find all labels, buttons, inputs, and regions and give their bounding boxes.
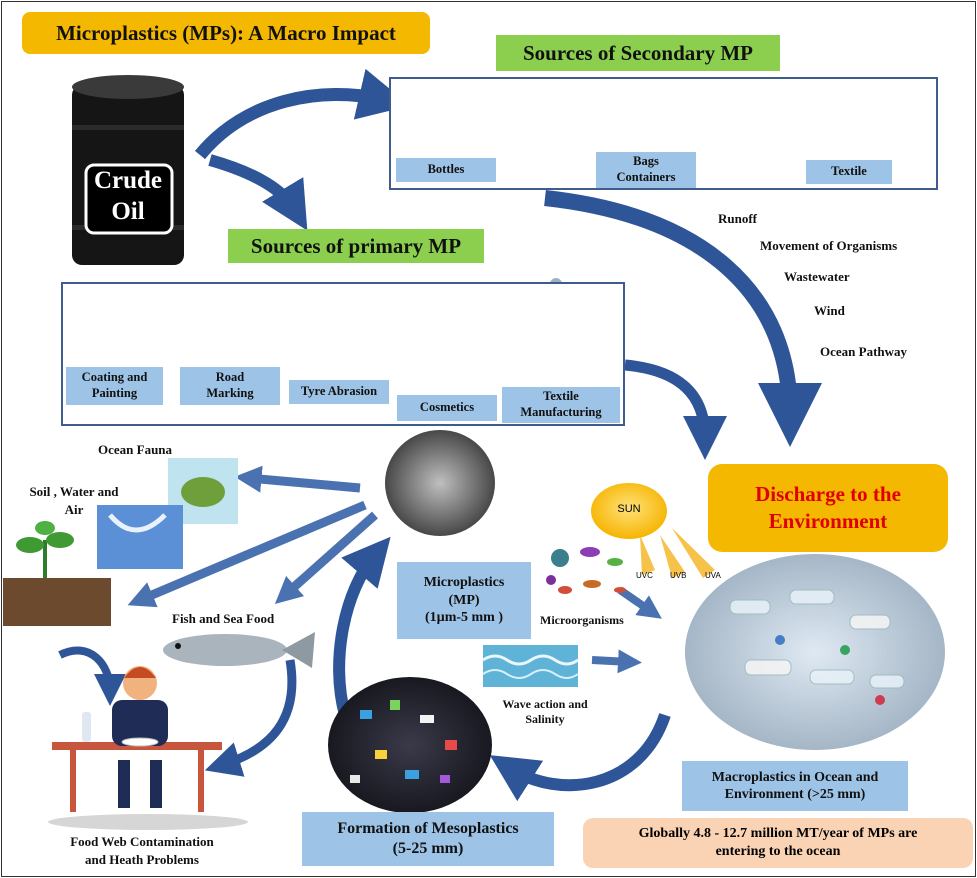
label-bottles: Bottles xyxy=(396,158,496,182)
pathway-ocean: Ocean Pathway xyxy=(820,344,908,359)
arrow-meso-to-mp xyxy=(333,536,391,717)
oil-barrel-icon xyxy=(72,75,184,265)
microplastics-sample-image xyxy=(385,430,495,536)
pathway-wind: Wind xyxy=(814,303,845,318)
mesoplastics-image xyxy=(328,677,492,813)
plastic-bottles-pile xyxy=(729,589,905,705)
secondary-sources-title: Sources of Secondary MP xyxy=(496,35,780,71)
figure-title: Microplastics (MPs): A Macro Impact xyxy=(22,12,430,54)
label-tyre-abrasion: Tyre Abrasion xyxy=(289,380,389,404)
arrow-soil-to-food xyxy=(58,646,126,706)
wave-salinity-label: Wave action and Salinity xyxy=(502,697,588,726)
crude-oil-line2: Oil xyxy=(111,198,145,225)
food-web-label: Food Web Contamination and Heath Problem… xyxy=(70,834,214,867)
arrow-wave-to-macro xyxy=(591,649,642,674)
discharge-environment-box: Discharge to the Environment xyxy=(708,464,948,552)
sun-icon xyxy=(591,483,715,578)
arrow-macro-to-meso xyxy=(489,712,671,802)
fish-seafood-label: Fish and Sea Food xyxy=(172,611,275,626)
soil-water-air-label: Soil , Water and Air xyxy=(29,484,119,517)
sun-label: SUN xyxy=(617,503,641,515)
ocean-fauna-label: Ocean Fauna xyxy=(98,442,173,457)
uvb-label: UVB xyxy=(670,571,687,580)
microorganisms-icon xyxy=(546,547,626,594)
microorganisms-label: Microorganisms xyxy=(540,613,624,627)
uva-label: UVA xyxy=(705,571,721,580)
arrow-micro-to-macro xyxy=(617,586,662,619)
global-estimate-note: Globally 4.8 - 12.7 million MT/year of M… xyxy=(583,818,973,868)
mesoplastics-box: Formation of Mesoplastics (5-25 mm) xyxy=(302,812,554,866)
macroplastics-image xyxy=(685,554,945,750)
label-textile-manufacturing: Textile Manufacturing xyxy=(502,387,620,423)
label-coating-painting: Coating and Painting xyxy=(66,367,163,405)
turtle-shell xyxy=(181,477,225,507)
uvc-label: UVC xyxy=(636,571,653,580)
fish-icon xyxy=(163,632,315,668)
arrow-fish-to-food xyxy=(204,659,297,777)
crude-oil-line1: Crude xyxy=(93,167,163,194)
arrow-oil-to-secondary xyxy=(194,68,411,160)
plant-soil-icon xyxy=(3,521,111,626)
pathway-wastewater: Wastewater xyxy=(784,269,850,284)
pathway-movement-organisms: Movement of Organisms xyxy=(760,238,898,253)
arrow-primary-to-discharge xyxy=(624,359,727,460)
arrow-mp-to-soil xyxy=(127,500,367,608)
label-cosmetics: Cosmetics xyxy=(397,395,497,421)
macroplastics-box: Macroplastics in Ocean and Environment (… xyxy=(682,761,908,811)
label-bags-containers: Bags Containers xyxy=(596,152,696,188)
pathway-runoff: Runoff xyxy=(718,211,758,226)
microplastics-box: Microplastics (MP) (1µm-5 mm ) xyxy=(397,562,531,639)
arrow-mp-to-fauna xyxy=(234,465,361,493)
mesoplastic-fragments xyxy=(350,700,457,783)
crude-oil-label: Crude Oil xyxy=(80,165,176,235)
arrow-mp-to-fish xyxy=(274,511,378,604)
label-road-marking: Road Marking xyxy=(180,367,280,405)
arrow-secondary-to-discharge xyxy=(544,190,822,447)
arrow-oil-to-primary xyxy=(208,154,308,231)
person-eating-icon xyxy=(48,666,248,830)
wave-icon xyxy=(482,645,579,687)
label-textile: Textile xyxy=(806,160,892,184)
primary-sources-title: Sources of primary MP xyxy=(228,229,484,263)
